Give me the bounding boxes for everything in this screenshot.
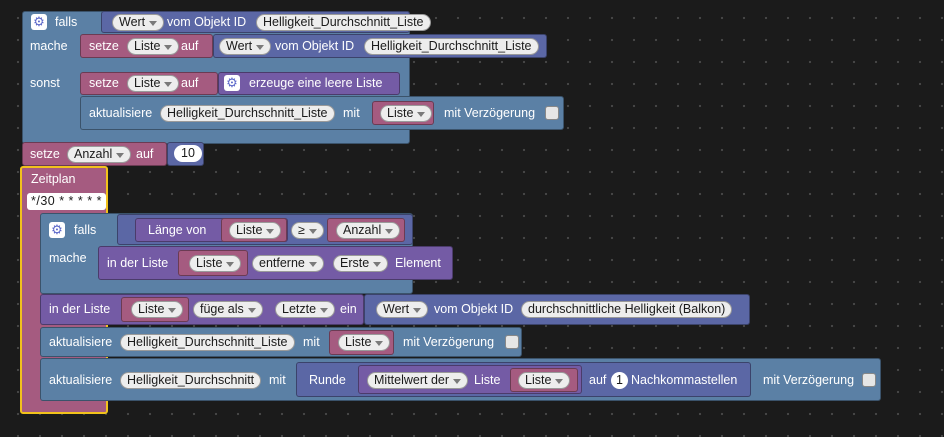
variable-dropdown[interactable]: Liste — [127, 75, 180, 92]
delay-checkbox[interactable] — [545, 106, 559, 120]
chevron-down-icon — [555, 379, 564, 384]
mutator-gear-icon[interactable]: ⚙ — [31, 14, 47, 30]
update-keyword: aktualisiere — [49, 335, 113, 349]
chevron-down-icon — [116, 153, 125, 158]
create-empty-list-block[interactable] — [218, 72, 400, 95]
object-id-label: vom Objekt ID — [275, 39, 355, 53]
variable-dropdown[interactable]: Liste — [518, 372, 571, 389]
if-keyword: falls — [74, 223, 97, 237]
number-field[interactable]: 10 — [174, 145, 202, 162]
chevron-down-icon — [320, 308, 329, 313]
on-label: auf — [589, 373, 607, 387]
do-keyword: mache — [49, 251, 87, 265]
in-list-label: in der Liste — [49, 302, 111, 316]
variable-dropdown[interactable]: Liste — [131, 301, 184, 318]
with-keyword: mit — [343, 106, 360, 120]
chevron-down-icon — [164, 45, 173, 50]
variable-dropdown[interactable]: Liste — [380, 105, 433, 122]
with-keyword: mit — [303, 335, 320, 349]
position-dropdown[interactable]: Erste — [333, 255, 389, 272]
chevron-down-icon — [149, 21, 158, 26]
object-id-field[interactable]: Helligkeit_Durchschnitt_Liste — [160, 105, 335, 122]
attribute-dropdown[interactable]: Wert — [376, 301, 429, 318]
variable-dropdown[interactable]: Anzahl — [336, 222, 401, 239]
cron-field[interactable]: */30 * * * * * — [27, 193, 106, 210]
object-id-field[interactable]: Helligkeit_Durchschnitt_Liste — [364, 38, 539, 55]
element-label: Element — [395, 256, 441, 270]
variable-dropdown[interactable]: Liste — [189, 255, 242, 272]
variable-dropdown[interactable]: Liste — [127, 38, 180, 55]
object-id-field[interactable]: Helligkeit_Durchschnitt — [120, 372, 262, 389]
mode-dropdown[interactable]: füge als — [193, 301, 263, 318]
object-id-field[interactable]: durchschnittliche Helligkeit (Balkon) — [521, 301, 733, 318]
chevron-down-icon — [168, 308, 177, 313]
set-keyword: setze — [89, 76, 119, 90]
insert-as-label: ein — [340, 302, 357, 316]
chevron-down-icon — [308, 229, 317, 234]
with-keyword: mit — [269, 373, 286, 387]
else-keyword: sonst — [30, 76, 60, 90]
object-id-field[interactable]: Helligkeit_Durchschnitt_Liste — [256, 14, 431, 31]
position-dropdown[interactable]: Letzte — [275, 301, 336, 318]
object-id-label: vom Objekt ID — [434, 302, 514, 316]
delay-checkbox[interactable] — [862, 373, 876, 387]
delay-checkbox[interactable] — [505, 335, 519, 349]
delay-label: mit Verzögerung — [403, 335, 495, 349]
object-id-label: vom Objekt ID — [167, 15, 247, 29]
chevron-down-icon — [164, 82, 173, 87]
to-keyword: auf — [181, 39, 199, 53]
create-empty-list-label: erzeuge eine leere Liste — [249, 76, 383, 90]
delay-label: mit Verzögerung — [763, 373, 855, 387]
chevron-down-icon — [247, 308, 256, 313]
mutator-gear-icon[interactable]: ⚙ — [49, 222, 65, 238]
chevron-down-icon — [308, 262, 317, 267]
chevron-down-icon — [373, 262, 382, 267]
operator-dropdown[interactable]: ≥ — [291, 222, 324, 239]
variable-dropdown[interactable]: Liste — [338, 334, 391, 351]
decimals-label: Nachkommastellen — [631, 373, 738, 387]
update-keyword: aktualisiere — [49, 373, 113, 387]
chevron-down-icon — [375, 341, 384, 346]
length-of-label: Länge von — [148, 223, 207, 237]
if-keyword: falls — [55, 15, 78, 29]
chevron-down-icon — [453, 379, 462, 384]
update-keyword: aktualisiere — [89, 106, 153, 120]
attribute-dropdown[interactable]: Wert — [219, 38, 272, 55]
list-label: Liste — [474, 373, 501, 387]
mode-dropdown[interactable]: entferne — [252, 255, 324, 272]
do-keyword: mache — [30, 39, 68, 53]
variable-dropdown[interactable]: Liste — [229, 222, 282, 239]
function-dropdown[interactable]: Mittelwert der — [367, 372, 469, 389]
to-keyword: auf — [136, 147, 154, 161]
chevron-down-icon — [226, 262, 235, 267]
set-keyword: setze — [30, 147, 60, 161]
delay-label: mit Verzögerung — [444, 106, 536, 120]
mutator-gear-icon[interactable]: ⚙ — [224, 75, 240, 91]
attribute-dropdown[interactable]: Wert — [112, 14, 165, 31]
chevron-down-icon — [417, 112, 426, 117]
chevron-down-icon — [266, 229, 275, 234]
set-keyword: setze — [89, 39, 119, 53]
to-keyword: auf — [181, 76, 199, 90]
variable-dropdown[interactable]: Anzahl — [67, 146, 132, 163]
chevron-down-icon — [385, 229, 394, 234]
schedule-title: Zeitplan — [31, 172, 76, 186]
chevron-down-icon — [256, 45, 265, 50]
in-list-label: in der Liste — [107, 256, 169, 270]
object-id-field[interactable]: Helligkeit_Durchschnitt_Liste — [120, 334, 295, 351]
round-label: Runde — [309, 373, 346, 387]
decimal-places-field[interactable]: 1 — [611, 372, 628, 389]
chevron-down-icon — [413, 308, 422, 313]
